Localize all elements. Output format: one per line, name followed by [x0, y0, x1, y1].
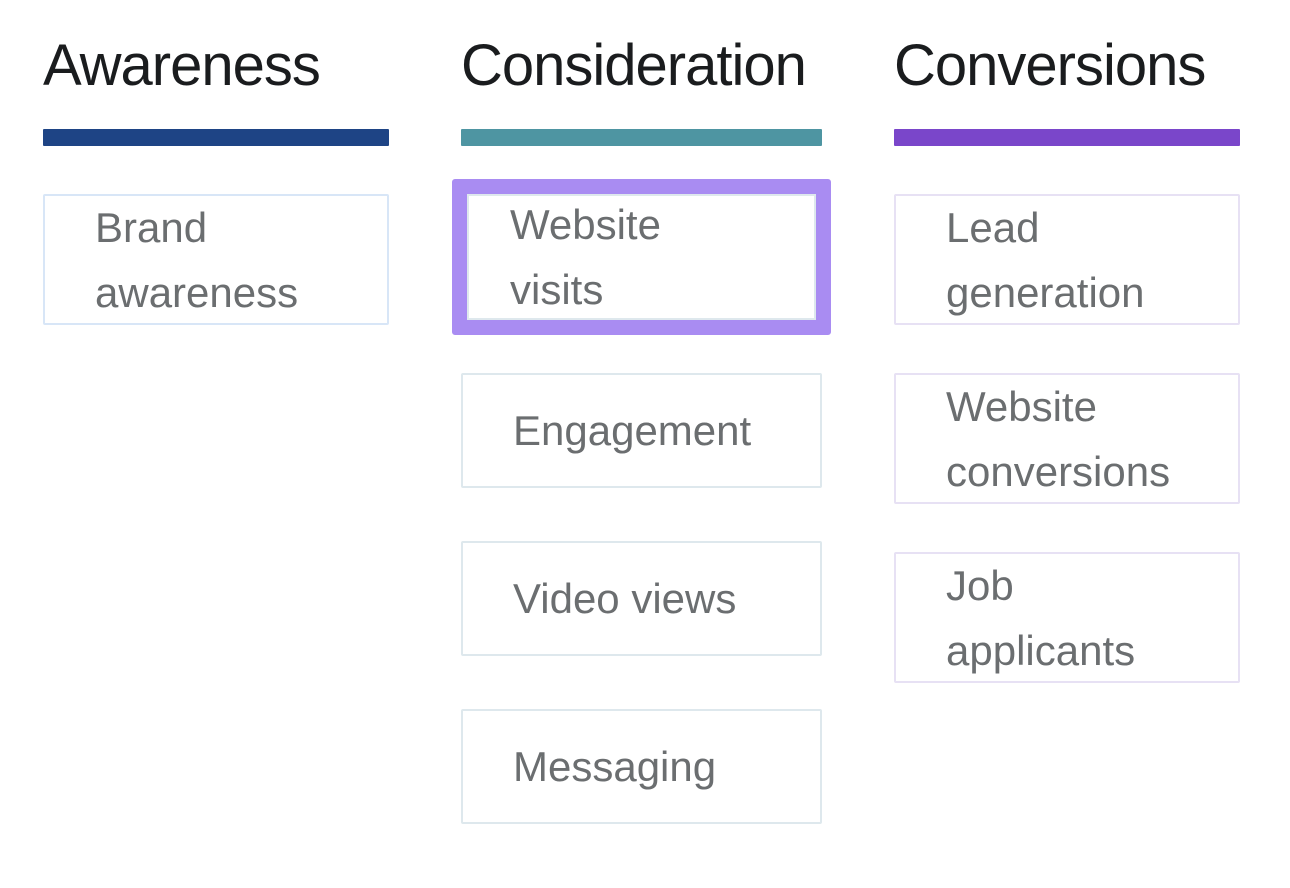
card-label: Website — [510, 201, 661, 248]
card-website-conversions[interactable]: Website conversions — [894, 373, 1240, 504]
card-lead-generation[interactable]: Lead generation — [894, 194, 1240, 325]
awareness-stage-bar — [43, 129, 389, 146]
card-label: applicants — [946, 626, 1136, 674]
card-label: Messaging — [513, 743, 717, 790]
column-awareness: Awareness Brand awareness — [43, 36, 389, 888]
column-title-consideration: Consideration — [461, 33, 807, 98]
card-label: Lead — [946, 203, 1040, 251]
conversions-stage-bar — [894, 129, 1240, 146]
card-label: Website — [946, 382, 1097, 430]
card-brand-awareness[interactable]: Brand awareness — [43, 194, 389, 325]
card-label: Engagement — [513, 407, 752, 454]
column-title-conversions: Conversions — [894, 33, 1206, 98]
card-label: visits — [510, 266, 604, 313]
card-engagement[interactable]: Engagement — [461, 373, 822, 488]
card-label: conversions — [946, 447, 1171, 495]
highlight-ring: Website visits — [452, 179, 831, 335]
card-label: Job — [946, 561, 1014, 609]
card-messaging[interactable]: Messaging — [461, 709, 822, 824]
consideration-stage-bar — [461, 129, 822, 146]
card-video-views[interactable]: Video views — [461, 541, 822, 656]
column-conversions: Conversions Lead generation Website conv… — [894, 36, 1240, 888]
column-consideration: Consideration Website visits Engagement … — [452, 33, 831, 888]
card-label: Video views — [513, 575, 737, 622]
card-job-applicants[interactable]: Job applicants — [894, 552, 1240, 683]
card-label: generation — [946, 268, 1145, 316]
card-website-visits[interactable]: Website visits — [467, 194, 816, 320]
card-label: Brand — [95, 203, 208, 251]
column-title-awareness: Awareness — [43, 33, 321, 98]
card-label: awareness — [95, 268, 299, 316]
